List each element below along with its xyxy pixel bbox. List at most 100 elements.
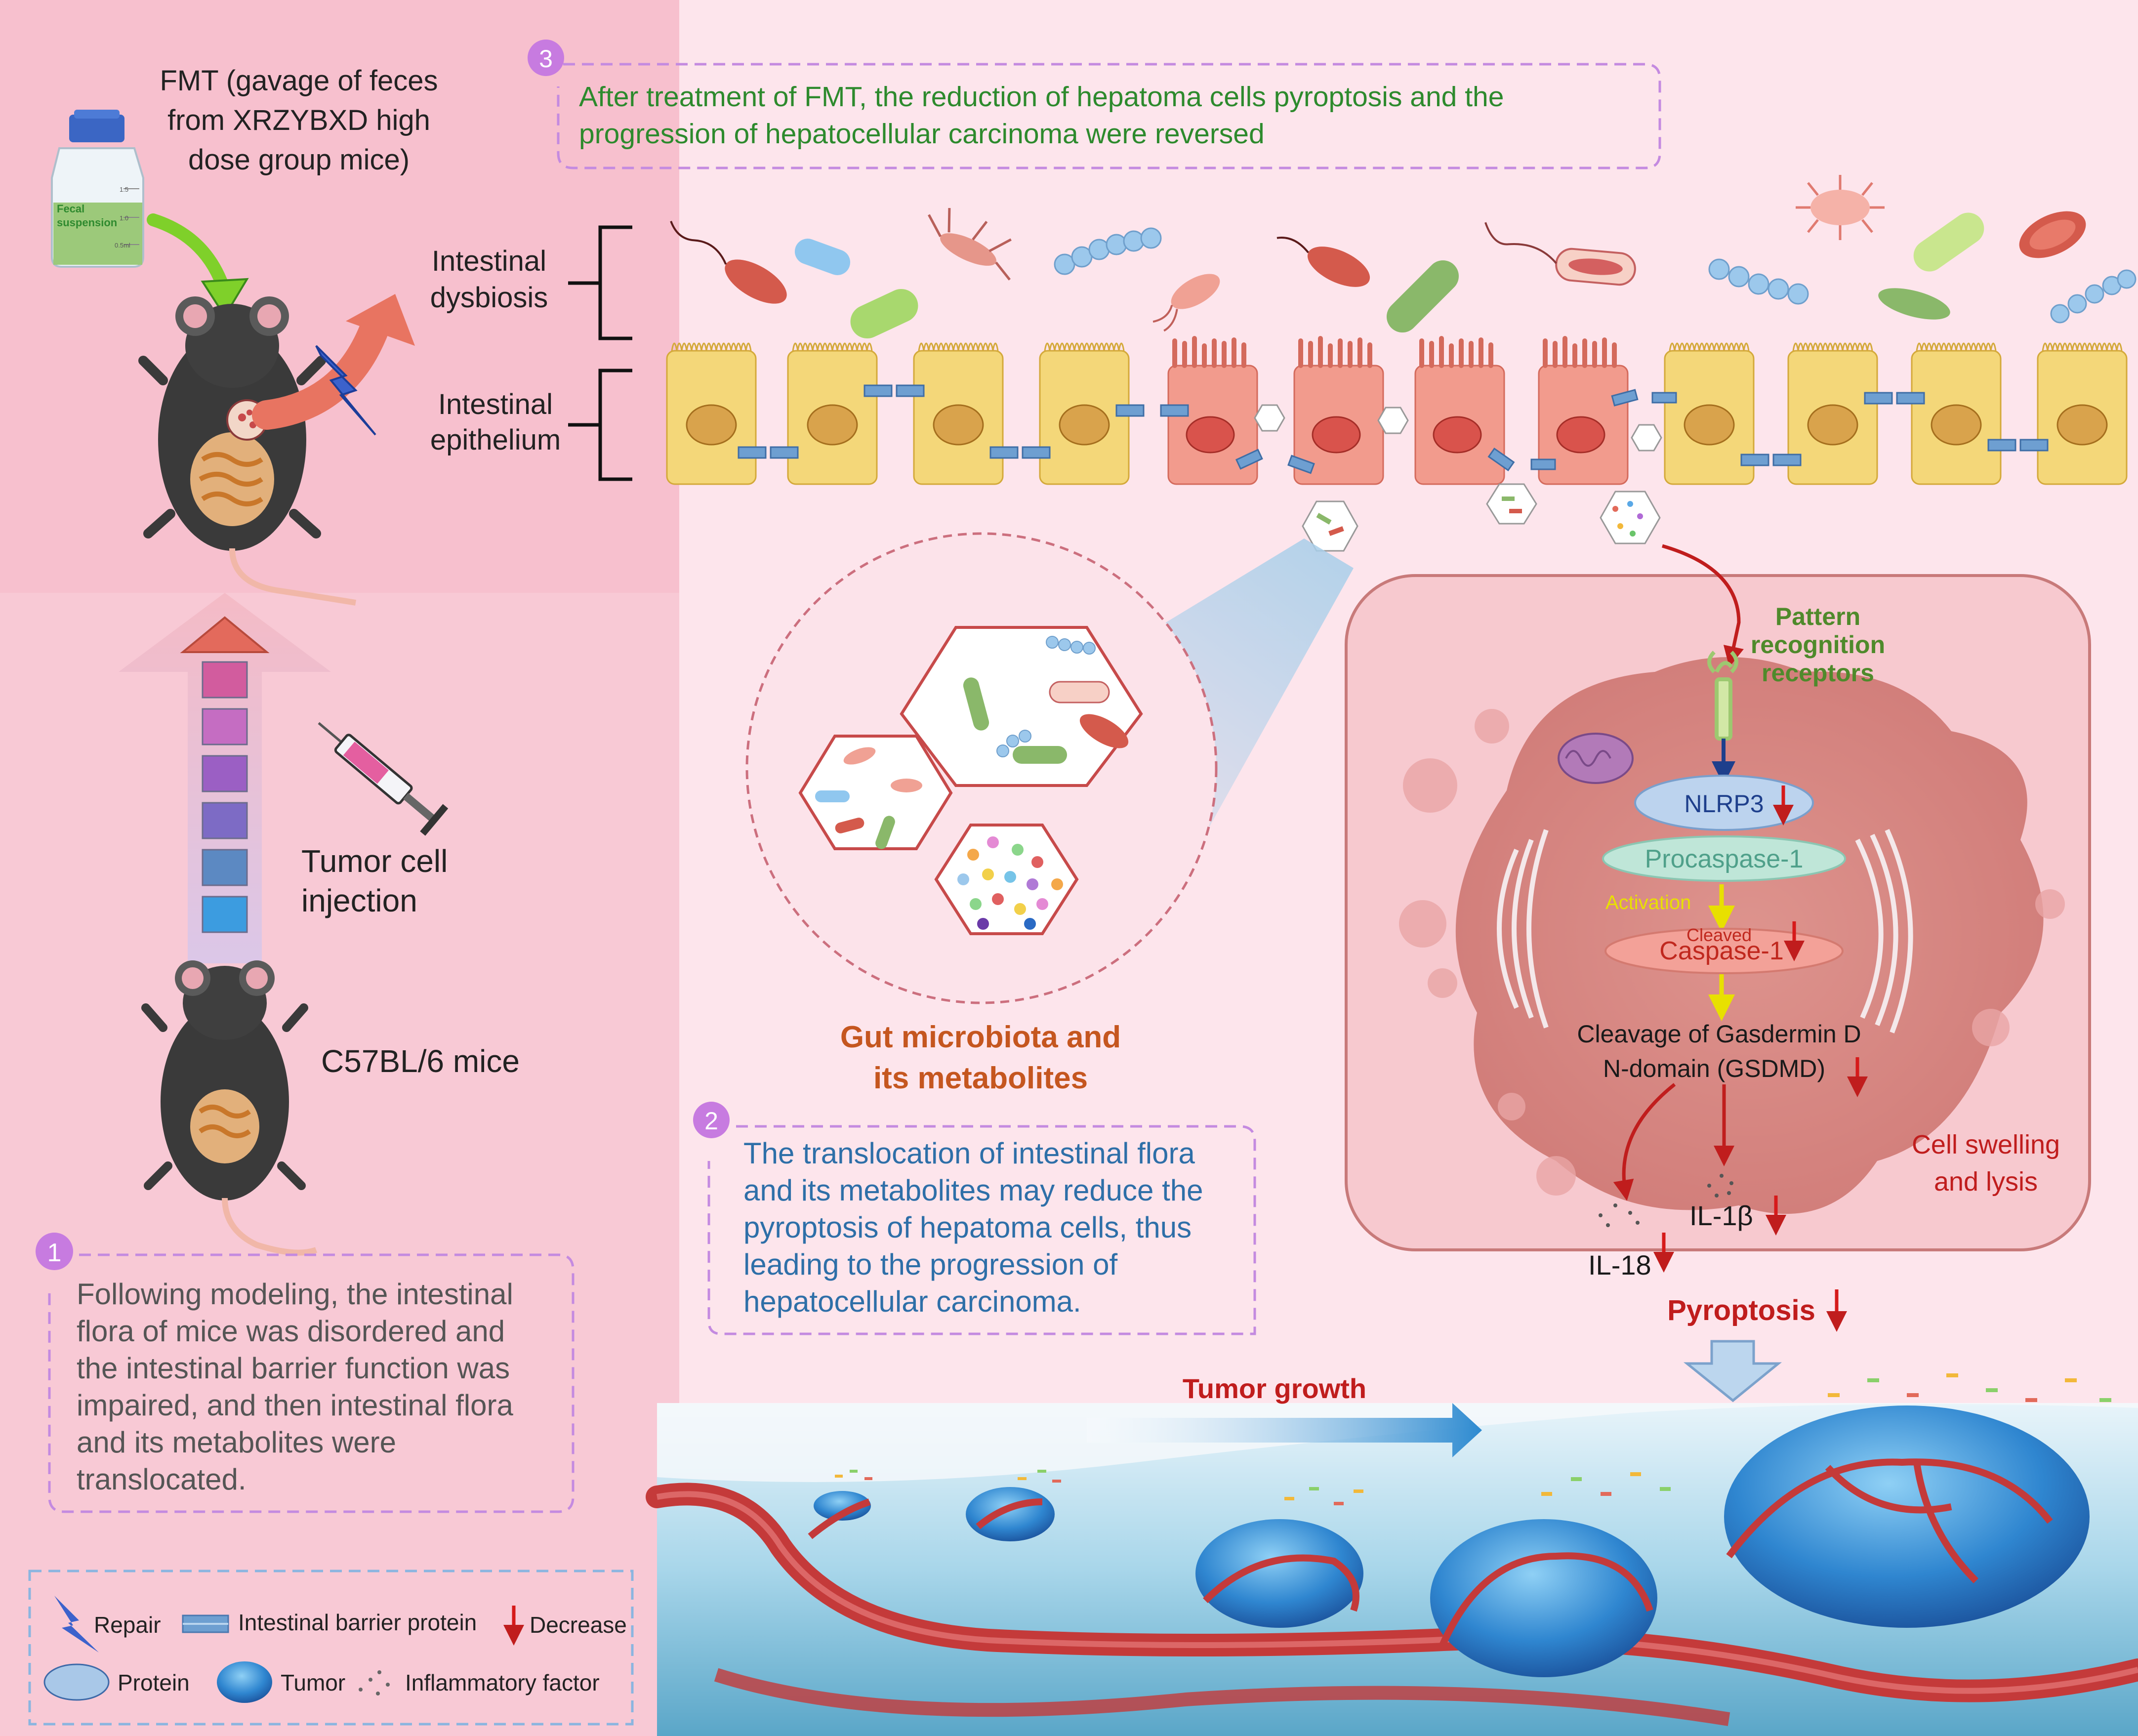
damaged-epithelial-cell xyxy=(1293,336,1384,485)
step-3-box: 3 After treatment of FMT, the reduction … xyxy=(528,40,1661,169)
epithelial-cell xyxy=(1664,342,1755,485)
legend-barrier-label: Intestinal barrier protein xyxy=(238,1610,477,1635)
pattern-recognition-line-3: receptors xyxy=(1762,659,1874,687)
step-1-line-6: translocated. xyxy=(77,1463,247,1496)
step-1-number: 1 xyxy=(47,1239,62,1267)
cell-vesicles xyxy=(1399,709,2065,1196)
hexagon-bacteria xyxy=(963,636,1129,764)
cleaved-label: Cleaved xyxy=(1686,925,1752,945)
syringe-icon xyxy=(318,722,449,836)
progression-squares xyxy=(202,661,248,933)
bottle-label-line-1: Fecal xyxy=(57,203,84,215)
tumor-icon xyxy=(814,1491,871,1521)
intestinal-epithelium-line-1: Intestinal xyxy=(438,388,553,420)
step-1-line-1: Following modeling, the intestinal xyxy=(77,1278,513,1311)
legend-repair-label: Repair xyxy=(94,1612,161,1638)
step-2-line-1: The translocation of intestinal flora xyxy=(743,1137,1195,1170)
translocation-hexagons xyxy=(1254,404,1662,552)
legend-decrease-label: Decrease xyxy=(530,1612,627,1638)
intestinal-epithelium-row xyxy=(666,336,2128,485)
step-3-line-2: progression of hepatocellular carcinoma … xyxy=(579,118,1265,150)
intestinal-dysbiosis-line-1: Intestinal xyxy=(432,245,546,277)
caspase-label: Caspase-1 xyxy=(1659,937,1783,965)
epithelial-cell xyxy=(1787,342,1878,485)
damaged-epithelial-cell xyxy=(1538,336,1629,485)
step-3-badge xyxy=(528,40,564,76)
mitochondrion-icon xyxy=(1558,733,1634,784)
bottle-mark-2: 1.0 xyxy=(120,214,128,222)
epithelial-cell xyxy=(787,342,878,485)
bacterium-icon xyxy=(1796,175,1885,240)
epithelium-bracket xyxy=(568,369,632,481)
legend-repair-icon xyxy=(54,1596,99,1653)
tumor-growth-label: Tumor growth xyxy=(1183,1373,1366,1404)
step-1-line-2: flora of mice was disordered and xyxy=(77,1315,505,1348)
damaged-epithelial-cell xyxy=(1167,336,1258,485)
fmt-text-line-3: dose group mice) xyxy=(188,144,410,176)
inflammatory-factor-dots xyxy=(1599,1174,1733,1227)
step-3-number: 3 xyxy=(539,45,553,73)
intestinal-epithelium-line-2: epithelium xyxy=(430,424,561,456)
tumor-icon xyxy=(1195,1519,1363,1628)
repair-lightning-icon xyxy=(315,345,376,436)
tumor-cell-injection-line-2: injection xyxy=(301,883,417,918)
bacterium-chain-icon xyxy=(1708,258,1809,305)
bacterium-chain-icon xyxy=(1054,227,1162,275)
pattern-recognition-line-2: recognition xyxy=(1751,631,1885,659)
procaspase-label: Procaspase-1 xyxy=(1645,845,1804,873)
cleaved-caspase-protein xyxy=(1604,928,1844,974)
bottle-mark-3: 0.5ml xyxy=(115,242,130,249)
step-1-line-3: the intestinal barrier function was xyxy=(77,1352,510,1385)
bottle-mark-1: 1.5 xyxy=(120,186,128,193)
bacterium-icon xyxy=(794,239,851,275)
pyroptosis-down-arrow xyxy=(1683,1340,1782,1403)
hexagon-dots xyxy=(1316,496,1643,537)
c57bl6-mouse-icon xyxy=(141,960,318,1256)
gsdmd-line-1: Cleavage of Gasdermin D xyxy=(1577,1020,1861,1048)
gavage-arrow xyxy=(147,213,231,298)
intestinal-dysbiosis-line-2: dysbiosis xyxy=(430,282,548,314)
step-2-number: 2 xyxy=(704,1107,718,1135)
step-1-line-5: and its metabolites were xyxy=(77,1426,396,1459)
nlrp3-protein xyxy=(1634,775,1814,831)
bacterium-icon xyxy=(1878,288,1950,320)
nlrp3-label: NLRP3 xyxy=(1684,790,1764,818)
mice-label: C57BL/6 mice xyxy=(321,1043,520,1079)
tumor-cell-injection-line-1: Tumor cell xyxy=(301,843,448,879)
damaged-epithelial-cell xyxy=(1414,336,1505,485)
cell-swelling-line-2: and lysis xyxy=(1934,1167,2038,1197)
barrier-proteins xyxy=(738,384,2049,474)
tumor-icon xyxy=(1430,1519,1657,1677)
step-2-line-4: leading to the progression of xyxy=(743,1248,1118,1281)
tumors xyxy=(814,1405,2090,1677)
bacterium-icon xyxy=(850,289,918,339)
bacterium-icon xyxy=(1913,212,1984,272)
bacteria-hexagon-small xyxy=(798,735,953,850)
fmt-text-line-2: from XRZYBXD high xyxy=(167,104,430,136)
bacterium-chain-icon xyxy=(2050,269,2137,324)
fecal-suspension-bottle-icon: Fecal suspension 1.5 1.0 0.5ml xyxy=(51,110,144,268)
activation-label: Activation xyxy=(1605,892,1691,913)
step-1-box: 1 Following modeling, the intestinal flo… xyxy=(36,1233,575,1513)
step-2-line-2: and its metabolites may reduce the xyxy=(743,1174,1203,1207)
metabolite-dots xyxy=(957,836,1063,930)
step-3-line-1: After treatment of FMT, the reduction of… xyxy=(579,81,1504,113)
legend-protein-icon xyxy=(43,1663,110,1701)
bacterium-icon xyxy=(2019,211,2086,258)
tumor-vessels xyxy=(808,1458,2053,1647)
step-1-badge xyxy=(36,1233,73,1270)
step-2-box: 2 The translocation of intestinal flora … xyxy=(693,1102,1256,1335)
gsdmd-line-2: N-domain (GSDMD) xyxy=(1603,1055,1825,1082)
fmt-mouse-icon xyxy=(138,296,356,606)
dysbiosis-arrow xyxy=(252,311,390,430)
tumor-icon xyxy=(1724,1405,2090,1628)
translocation-arrow xyxy=(1662,544,1744,667)
step-2-line-5: hepatocellular carcinoma. xyxy=(743,1285,1081,1318)
legend-inflammatory-icon xyxy=(359,1670,390,1695)
legend: Repair Intestinal barrier protein Decrea… xyxy=(28,1570,634,1726)
pattern-recognition-line-1: Pattern xyxy=(1775,603,1860,630)
il1b-label: IL-1β xyxy=(1689,1200,1753,1231)
legend-tumor-label: Tumor xyxy=(281,1670,345,1695)
epithelial-cell xyxy=(1039,342,1130,485)
